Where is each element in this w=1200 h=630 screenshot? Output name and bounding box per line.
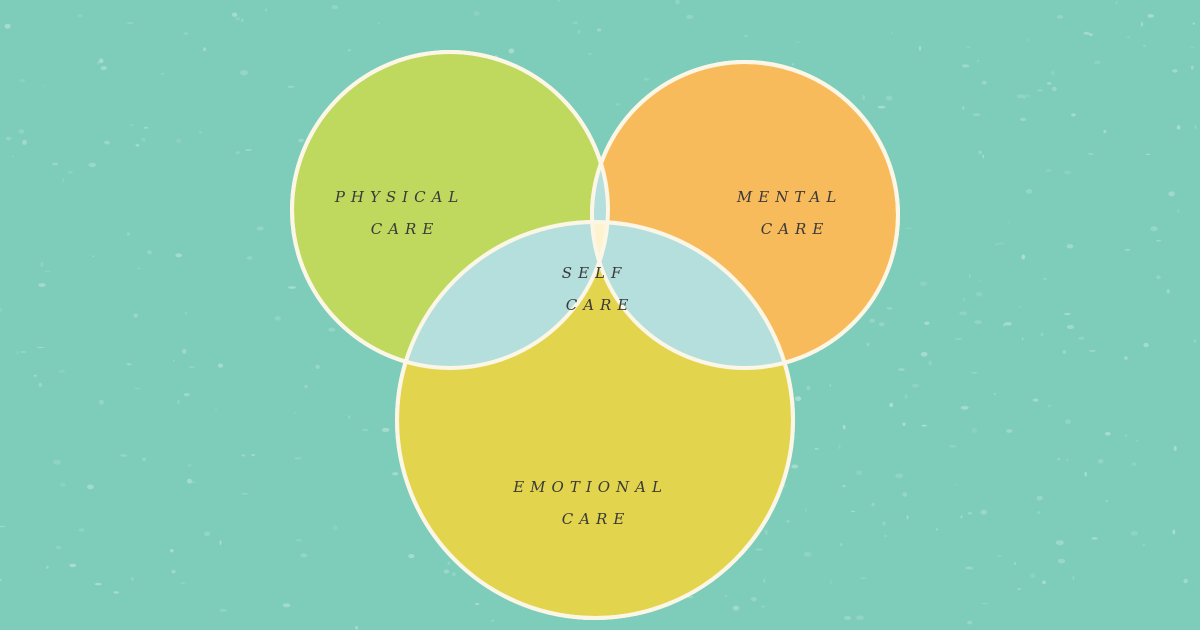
physical-care-line-2: CARE — [371, 220, 440, 238]
physical-care-line-1: PHYSICAL — [334, 188, 465, 206]
self-care-label: SELF CARE — [562, 264, 638, 314]
mental-care-label: MENTAL CARE — [736, 188, 853, 238]
emotional-care-line-1: EMOTIONAL — [512, 478, 668, 496]
emotional-care-line-2: CARE — [562, 510, 631, 528]
circle-outlines — [290, 50, 900, 620]
self-care-line-1: SELF — [562, 264, 628, 282]
physical-care-label: PHYSICAL CARE — [334, 188, 475, 238]
emotional-care-label: EMOTIONAL CARE — [512, 478, 679, 528]
mental-care-line-1: MENTAL — [736, 188, 842, 206]
self-care-line-2: CARE — [566, 296, 635, 314]
physical-emotional-overlap — [397, 222, 608, 368]
mental-care-line-2: CARE — [761, 220, 830, 238]
mental-emotional-overlap — [592, 222, 793, 368]
